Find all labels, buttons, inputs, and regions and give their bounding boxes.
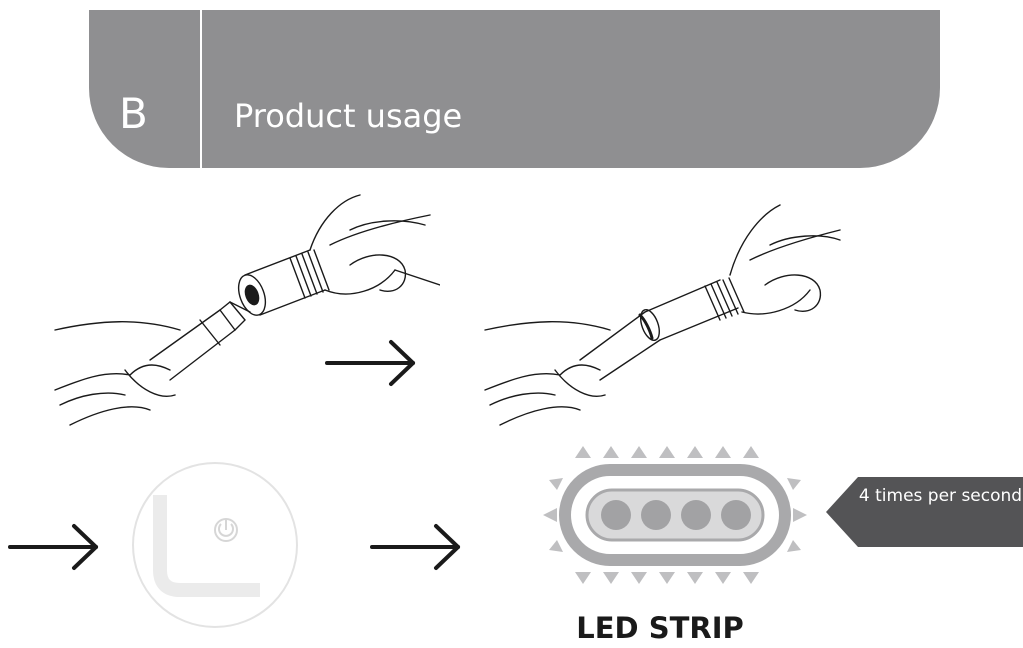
header-divider (200, 10, 202, 168)
step-4-led-strip-flashing (543, 446, 807, 584)
arrow-right-icon (8, 524, 98, 570)
led-strip-icon (543, 446, 807, 584)
callout-badge (826, 477, 1023, 547)
step-1-connector-separated (54, 194, 440, 426)
arrow-right-icon (325, 340, 415, 386)
arrow-right-icon (370, 524, 460, 570)
power-icon (214, 518, 238, 542)
step-2-connector-joined (484, 204, 841, 426)
section-title: Product usage (234, 97, 463, 135)
step-3-power-button-press (132, 462, 298, 628)
section-header (89, 10, 940, 168)
led-strip-label: LED STRIP (576, 611, 744, 645)
section-letter: B (119, 89, 148, 138)
callout-text: 4 times per second (858, 486, 1023, 506)
